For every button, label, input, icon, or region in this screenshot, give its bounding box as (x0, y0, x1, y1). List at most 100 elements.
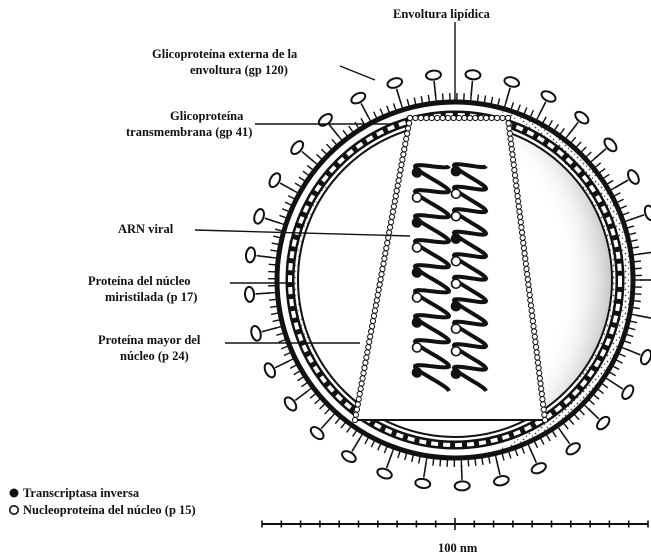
capsid-bead (391, 204, 396, 209)
capsid-bead (362, 365, 367, 370)
capsid-bead (357, 391, 362, 396)
capsid-bead (517, 209, 522, 214)
gp41-stalk (561, 432, 570, 444)
capsid-bead (518, 214, 523, 219)
gp120-knob (263, 362, 278, 379)
capsid-bead (440, 115, 445, 120)
gp41-stalk (265, 218, 279, 223)
capsid-bead (446, 115, 451, 120)
label-gp120-line1: Glicoproteína externa de la (152, 47, 298, 61)
capsid-bead (467, 115, 472, 120)
reverse-transcriptase-dot (413, 268, 422, 277)
capsid-bead (394, 188, 399, 193)
nucleoprotein-dot (413, 243, 422, 252)
gp41-stalk (329, 125, 338, 137)
gp120-knob (267, 171, 282, 188)
capsid-bead (405, 131, 410, 136)
label-p17-line1: Proteína del núcleo (88, 274, 191, 288)
legend-filled-dot-icon (10, 489, 19, 498)
capsid-bead (363, 360, 368, 365)
reverse-transcriptase-dot (413, 368, 422, 377)
capsid-bead (401, 152, 406, 157)
capsid-bead (542, 412, 547, 417)
capsid-bead (356, 397, 361, 402)
capsid-bead (402, 147, 407, 152)
capsid-bead (527, 292, 532, 297)
gp120-knob (245, 247, 256, 263)
gp120-knob (626, 168, 641, 185)
capsid-bead (540, 402, 545, 407)
gp41-stalk (610, 381, 623, 389)
reverse-transcriptase-dot (413, 318, 422, 327)
gp120-knob (289, 139, 306, 156)
gp120-knob (415, 478, 431, 489)
capsid-bead (424, 115, 429, 120)
nucleoprotein-dot (452, 347, 461, 356)
capsid-bead (529, 308, 534, 313)
capsid-bead (456, 115, 461, 120)
legend-open-label: Nucleoproteína del núcleo (p 15) (23, 503, 196, 517)
label-envelope: Envoltura lipídica (393, 7, 491, 21)
capsid-bead (384, 246, 389, 251)
gp41-stalk (530, 449, 536, 463)
gp120-knob (573, 110, 590, 126)
label-rna: ARN viral (118, 222, 174, 236)
capsid-bead (530, 318, 535, 323)
gp41-stalk (471, 81, 472, 96)
scale-label: 100 nm (438, 541, 478, 555)
capsid-bead (396, 178, 401, 183)
gp41-stalk (424, 463, 426, 478)
capsid-bead (511, 162, 516, 167)
capsid-bead (532, 334, 537, 339)
capsid-bead (395, 183, 400, 188)
gp120-knob (455, 481, 470, 491)
capsid-bead (519, 230, 524, 235)
capsid-bead (522, 251, 527, 256)
gp120-knob (282, 395, 298, 412)
capsid-bead (361, 371, 366, 376)
capsid-bead (489, 115, 494, 120)
capsid-bead (526, 282, 531, 287)
nucleoprotein-dot (452, 279, 461, 288)
label-p17-line2: miristilada (p 17) (105, 290, 197, 304)
capsid-bead (374, 298, 379, 303)
capsid-bead (505, 115, 510, 120)
capsid-bead (399, 162, 404, 167)
capsid-bead (539, 391, 544, 396)
gp120-knob (350, 91, 367, 106)
nucleoprotein-dot (452, 324, 461, 333)
capsid-bead (451, 115, 456, 120)
gp41-stalk (321, 417, 331, 428)
capsid-bead (525, 277, 530, 282)
gp120-knob (639, 349, 651, 366)
capsid-bead (533, 339, 538, 344)
gp41-stalk (615, 180, 628, 188)
capsid-bead (521, 240, 526, 245)
capsid-bead (507, 131, 512, 136)
capsid-bead (435, 115, 440, 120)
gp120-knob (503, 76, 520, 89)
capsid-bead (534, 350, 539, 355)
gp120-knob (564, 441, 581, 457)
gp41-stalk (262, 328, 276, 332)
gp120-knob (465, 70, 481, 80)
capsid-bead (403, 141, 408, 146)
capsid-bead (375, 292, 380, 297)
reverse-transcriptase-dot (452, 167, 461, 176)
capsid-bead (542, 417, 547, 422)
capsid-bead (523, 256, 528, 261)
capsid-bead (541, 407, 546, 412)
capsid-bead (535, 355, 540, 360)
capsid-bead (531, 324, 536, 329)
capsid-bead (407, 115, 412, 120)
capsid-bead (377, 282, 382, 287)
gp41-stalk (295, 391, 307, 400)
capsid-bead (535, 360, 540, 365)
gp120-knob (386, 77, 403, 90)
reverse-transcriptase-dot (452, 302, 461, 311)
capsid-bead (371, 313, 376, 318)
legend-filled-label: Transcriptasa inversa (23, 486, 140, 500)
gp41-stalk (595, 149, 606, 159)
capsid-bead (513, 178, 518, 183)
reverse-transcriptase-dot (452, 234, 461, 243)
